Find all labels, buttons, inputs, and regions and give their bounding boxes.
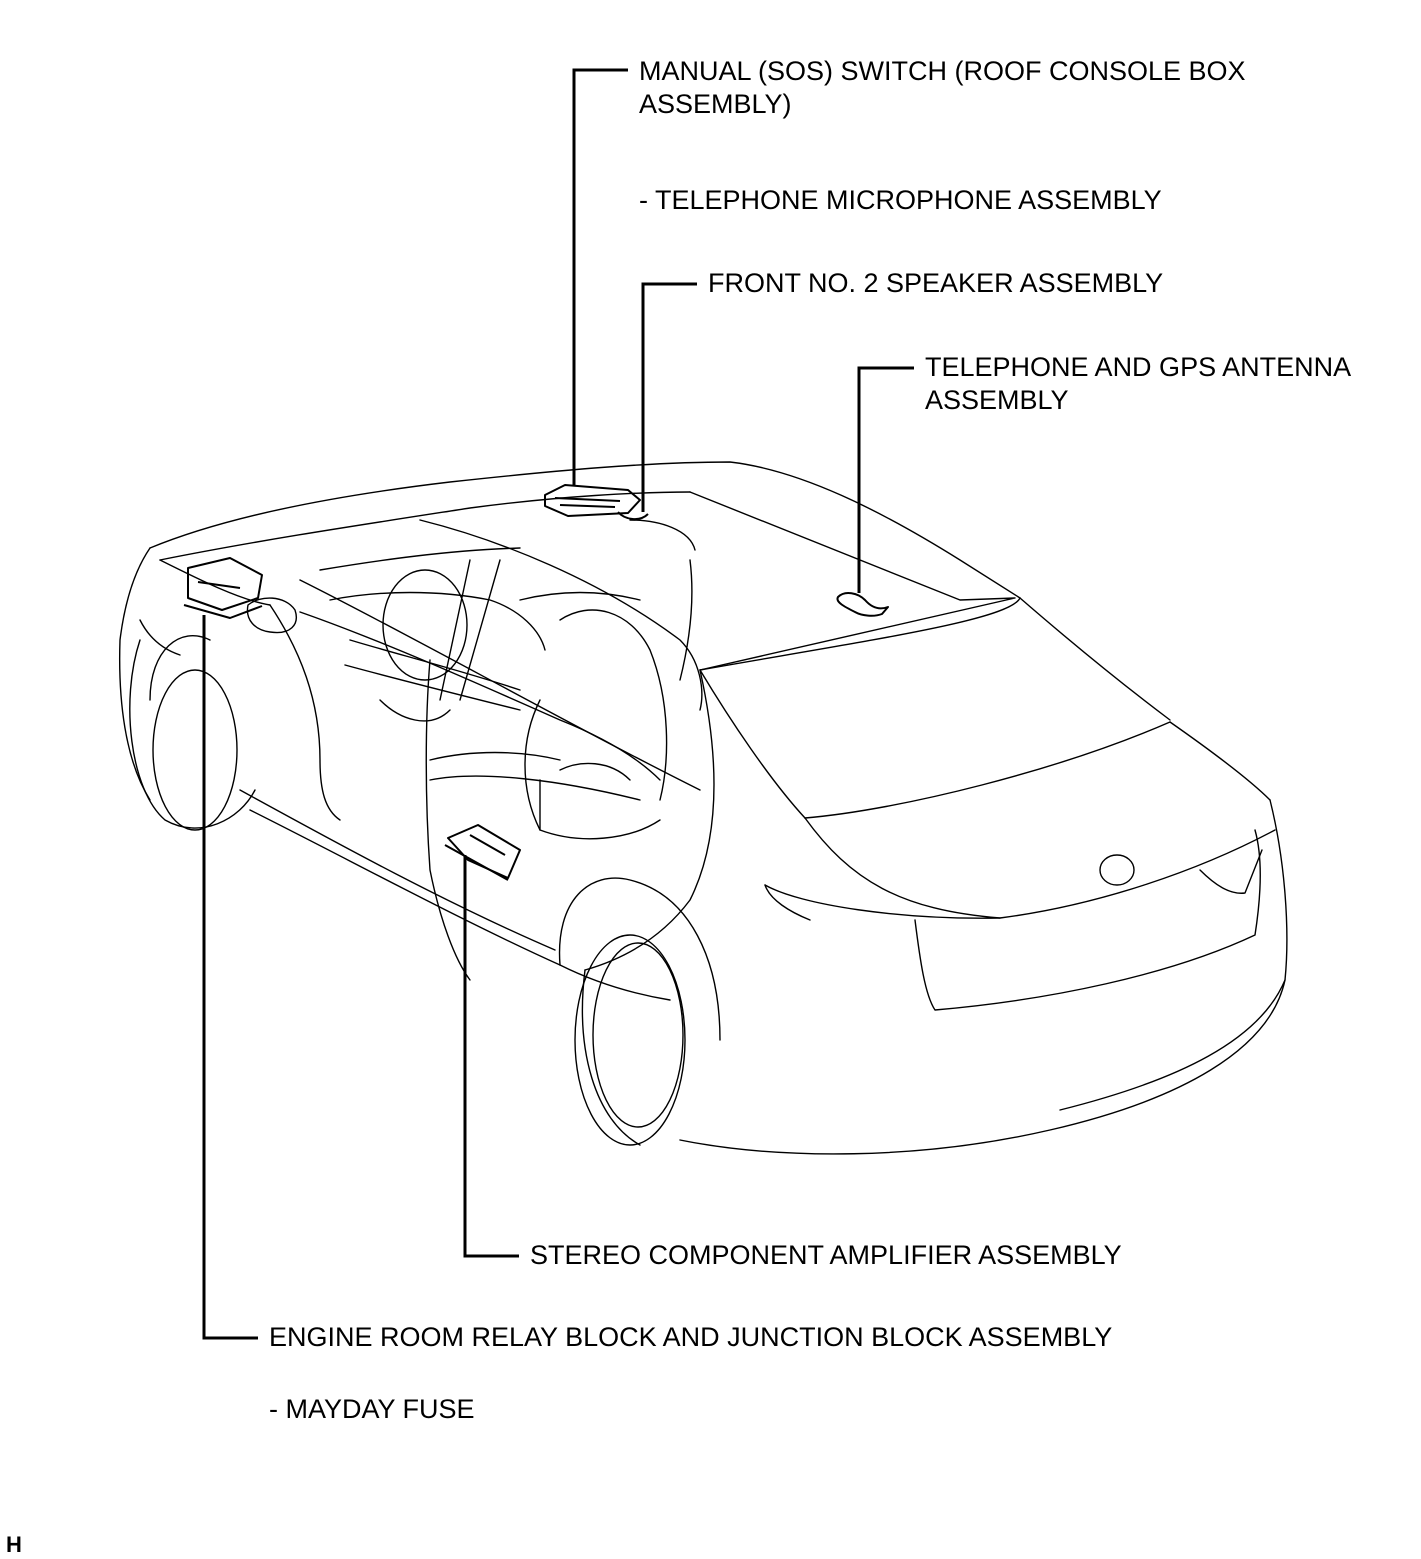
vehicle-body-outline <box>119 461 1288 1155</box>
relay-block-part <box>183 557 263 619</box>
relay-block-label: ENGINE ROOM RELAY BLOCK AND JUNCTION BLO… <box>269 1322 1113 1352</box>
antenna-label-line2: ASSEMBLY <box>925 385 1069 415</box>
leader-relay-block <box>202 615 258 1340</box>
leader-amplifier <box>463 855 519 1258</box>
leader-lines <box>202 68 914 1340</box>
manual-switch-label-line2: ASSEMBLY) <box>639 89 792 119</box>
manual-switch-label: MANUAL (SOS) SWITCH (ROOF CONSOLE BOX AS… <box>639 55 1246 121</box>
antenna-part <box>836 592 889 617</box>
leader-manual-switch <box>572 68 628 485</box>
leader-speaker <box>641 282 697 512</box>
manual-switch-label-line1: MANUAL (SOS) SWITCH (ROOF CONSOLE BOX <box>639 56 1246 86</box>
speaker-label: FRONT NO. 2 SPEAKER ASSEMBLY <box>708 268 1164 298</box>
front-speaker-part <box>617 511 649 520</box>
amplifier-label: STEREO COMPONENT AMPLIFIER ASSEMBLY <box>530 1240 1122 1270</box>
fuse-label: - MAYDAY FUSE <box>269 1394 475 1424</box>
leader-antenna <box>857 366 914 593</box>
antenna-label-line1: TELEPHONE AND GPS ANTENNA <box>925 352 1352 382</box>
roof-console-box-part <box>544 484 641 517</box>
corner-mark: H <box>6 1532 22 1557</box>
microphone-label: - TELEPHONE MICROPHONE ASSEMBLY <box>639 185 1162 215</box>
amplifier-part <box>444 824 521 881</box>
antenna-label: TELEPHONE AND GPS ANTENNA ASSEMBLY <box>925 351 1351 417</box>
